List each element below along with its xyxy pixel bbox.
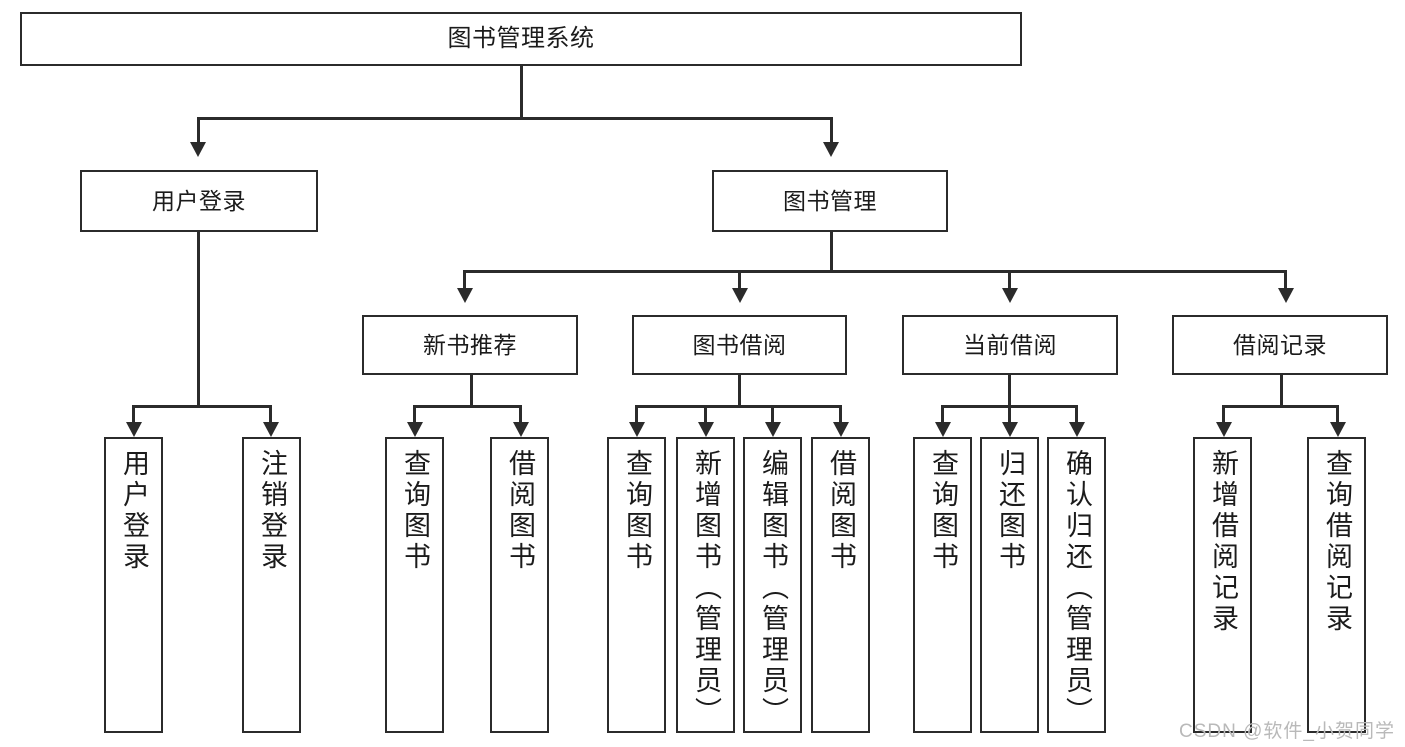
leaf-query-borrow-record[interactable]: 查询借阅记录 bbox=[1307, 437, 1366, 733]
connector-login-bus bbox=[132, 405, 270, 408]
connector-borrow-to-leaf1 bbox=[635, 405, 638, 425]
arrow-bookmgmt-to-newbook bbox=[457, 288, 473, 303]
watermark-text: CSDN @软件_小贺同学 bbox=[1179, 721, 1395, 742]
arrow-newbook-to-leaf1 bbox=[407, 422, 423, 437]
node-label: 用户登录 bbox=[152, 187, 246, 214]
connector-record-bus bbox=[1222, 405, 1338, 408]
node-book-management[interactable]: 图书管理 bbox=[712, 170, 948, 232]
arrow-record-to-leaf1 bbox=[1216, 422, 1232, 437]
node-user-login[interactable]: 用户登录 bbox=[80, 170, 318, 232]
leaf-query-book-current[interactable]: 查询图书 bbox=[913, 437, 972, 733]
connector-newbook-to-leaf1 bbox=[413, 405, 416, 425]
connector-record-trunk bbox=[1280, 375, 1283, 406]
connector-root-bus bbox=[197, 117, 833, 120]
connector-current-trunk bbox=[1008, 375, 1011, 406]
connector-login-trunk bbox=[197, 232, 200, 406]
node-label: 查询图书 bbox=[622, 449, 652, 573]
connector-bookmgmt-to-record bbox=[1284, 270, 1287, 290]
connector-newbook-to-leaf2 bbox=[519, 405, 522, 425]
connector-bookmgmt-bus bbox=[463, 270, 1286, 273]
leaf-confirm-return-admin[interactable]: 确认归还（管理员） bbox=[1047, 437, 1106, 733]
arrow-login-to-leaf2 bbox=[263, 422, 279, 437]
connector-bookmgmt-to-borrow bbox=[738, 270, 741, 290]
node-borrow-record[interactable]: 借阅记录 bbox=[1172, 315, 1388, 375]
leaf-query-book-newbook[interactable]: 查询图书 bbox=[385, 437, 444, 733]
node-label: 编辑图书（管理员） bbox=[758, 449, 788, 728]
arrow-borrow-to-leaf1 bbox=[629, 422, 645, 437]
arrow-record-to-leaf2 bbox=[1330, 422, 1346, 437]
arrow-current-to-leaf3 bbox=[1069, 422, 1085, 437]
node-label: 图书管理系统 bbox=[447, 25, 595, 53]
node-book-borrow[interactable]: 图书借阅 bbox=[632, 315, 847, 375]
arrow-current-to-leaf1 bbox=[935, 422, 951, 437]
arrow-bookmgmt-to-record bbox=[1278, 288, 1294, 303]
node-label: 新书推荐 bbox=[423, 331, 517, 358]
leaf-add-borrow-record[interactable]: 新增借阅记录 bbox=[1193, 437, 1252, 733]
arrow-login-to-leaf1 bbox=[126, 422, 142, 437]
node-new-book-recommend[interactable]: 新书推荐 bbox=[362, 315, 578, 375]
node-label: 注销登录 bbox=[257, 449, 287, 573]
node-label: 确认归还（管理员） bbox=[1062, 449, 1092, 728]
leaf-query-book-borrow[interactable]: 查询图书 bbox=[607, 437, 666, 733]
node-label: 新增借阅记录 bbox=[1208, 449, 1238, 635]
arrow-borrow-to-leaf2 bbox=[698, 422, 714, 437]
connector-borrow-to-leaf4 bbox=[839, 405, 842, 425]
node-label: 借阅图书 bbox=[505, 449, 535, 573]
node-label: 图书借阅 bbox=[692, 331, 787, 358]
connector-bookmgmt-trunk bbox=[830, 232, 833, 271]
connector-current-to-leaf1 bbox=[941, 405, 944, 425]
connector-borrow-to-leaf3 bbox=[771, 405, 774, 425]
connector-newbook-bus bbox=[413, 405, 521, 408]
node-label: 查询图书 bbox=[928, 449, 958, 573]
connector-record-to-leaf2 bbox=[1336, 405, 1339, 425]
leaf-borrow-book-borrow[interactable]: 借阅图书 bbox=[811, 437, 870, 733]
node-label: 图书管理 bbox=[783, 187, 877, 214]
connector-login-to-leaf1 bbox=[132, 405, 135, 425]
arrow-current-to-leaf2 bbox=[1002, 422, 1018, 437]
arrow-bookmgmt-to-current bbox=[1002, 288, 1018, 303]
connector-root-to-bookmgmt bbox=[830, 117, 833, 145]
node-label: 查询图书 bbox=[400, 449, 430, 573]
leaf-return-book[interactable]: 归还图书 bbox=[980, 437, 1039, 733]
node-label: 用户登录 bbox=[119, 449, 149, 573]
node-label: 新增图书（管理员） bbox=[691, 449, 721, 728]
connector-current-to-leaf2 bbox=[1008, 405, 1011, 425]
connector-current-to-leaf3 bbox=[1075, 405, 1078, 425]
leaf-logout[interactable]: 注销登录 bbox=[242, 437, 301, 733]
arrow-bookmgmt-to-borrow bbox=[732, 288, 748, 303]
node-label: 查询借阅记录 bbox=[1322, 449, 1352, 635]
arrow-borrow-to-leaf4 bbox=[833, 422, 849, 437]
leaf-borrow-book-newbook[interactable]: 借阅图书 bbox=[490, 437, 549, 733]
arrow-newbook-to-leaf2 bbox=[513, 422, 529, 437]
connector-borrow-bus bbox=[635, 405, 841, 408]
leaf-user-login[interactable]: 用户登录 bbox=[104, 437, 163, 733]
arrow-root-to-bookmgmt bbox=[823, 142, 839, 157]
connector-root-trunk bbox=[520, 66, 523, 118]
connector-root-to-login bbox=[197, 117, 200, 145]
leaf-edit-book-admin[interactable]: 编辑图书（管理员） bbox=[743, 437, 802, 733]
arrow-borrow-to-leaf3 bbox=[765, 422, 781, 437]
node-root-system[interactable]: 图书管理系统 bbox=[20, 12, 1022, 66]
connector-borrow-to-leaf2 bbox=[704, 405, 707, 425]
node-current-borrow[interactable]: 当前借阅 bbox=[902, 315, 1118, 375]
connector-borrow-trunk bbox=[738, 375, 741, 406]
node-label: 借阅图书 bbox=[826, 449, 856, 573]
connector-newbook-trunk bbox=[470, 375, 473, 406]
leaf-add-book-admin[interactable]: 新增图书（管理员） bbox=[676, 437, 735, 733]
node-label: 当前借阅 bbox=[963, 331, 1057, 358]
connector-login-to-leaf2 bbox=[269, 405, 272, 425]
connector-bookmgmt-to-current bbox=[1008, 270, 1011, 290]
node-label: 归还图书 bbox=[995, 449, 1025, 573]
connector-bookmgmt-to-newbook bbox=[463, 270, 466, 290]
connector-record-to-leaf1 bbox=[1222, 405, 1225, 425]
arrow-root-to-login bbox=[190, 142, 206, 157]
node-label: 借阅记录 bbox=[1233, 331, 1327, 358]
